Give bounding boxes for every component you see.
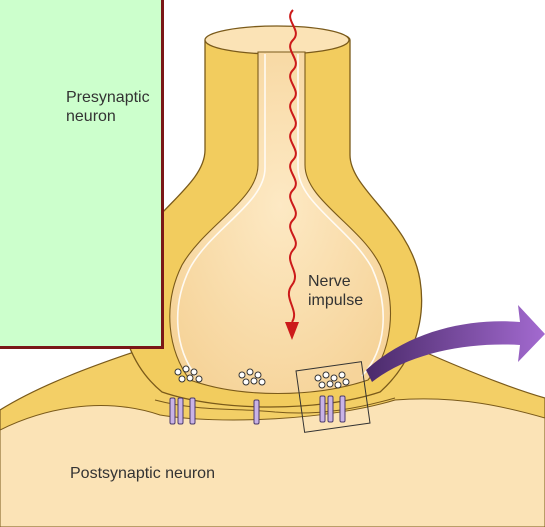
nerve-impulse-label-line-1: Nerve — [308, 272, 363, 291]
axon-opening — [205, 26, 349, 54]
postsynaptic-label: Postsynaptic neuron — [70, 464, 215, 483]
nerve-impulse-label-line-2: impulse — [308, 291, 363, 310]
presynaptic-label-line-2: neuron — [66, 107, 150, 126]
presynaptic-label-line-1: Presynaptic — [66, 88, 150, 107]
presynaptic-label: Presynaptic neuron — [66, 88, 150, 126]
note-box — [0, 0, 164, 349]
nerve-impulse-label: Nerve impulse — [308, 272, 363, 310]
